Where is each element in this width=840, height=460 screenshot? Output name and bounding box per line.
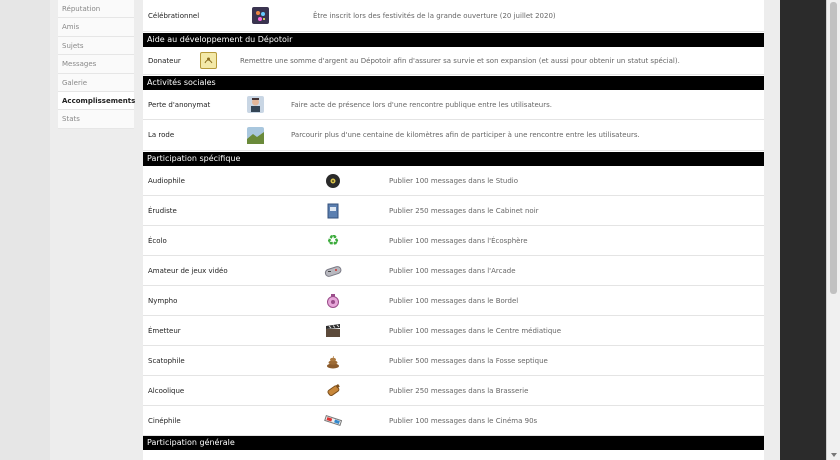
achievement-name: La rode [148,131,175,139]
achievement-description: Remettre une somme d'argent au Dépotoir … [240,57,680,65]
achievement-description: Faire acte de présence lors d'une rencon… [291,101,552,109]
sidebar-item-gallery[interactable]: Galerie [58,73,134,92]
achievement-row: Perte d'anonymat Faire acte de présence … [143,90,764,120]
section-header: Participation spécifique [143,152,764,166]
achievement-name: Cinéphile [148,417,181,425]
landscape-icon [247,127,264,144]
achievement-name: Célébrationnel [148,12,200,20]
sidebar-item-messages[interactable]: Messages [58,55,134,74]
achievement-description: Parcourir plus d'une centaine de kilomèt… [291,131,640,139]
vertical-scrollbar[interactable] [826,0,840,460]
section-header: Aide au développement du Dépotoir [143,33,764,47]
sidebar-item-stats[interactable]: Stats [58,110,134,129]
achievement-description: Publier 250 messages dans le Cabinet noi… [389,207,539,215]
profile-sidebar: Réputation Amis Sujets Messages Galerie … [58,0,135,129]
donor-icon [200,52,217,69]
fireworks-icon [252,7,269,24]
achievement-name: Écolo [148,237,167,245]
achievement-name: Érudiste [148,207,177,215]
achievement-row: Érudiste Publier 250 messages dans le Ca… [143,196,764,226]
achievement-row: Nympho Publier 100 messages dans le Bord… [143,286,764,316]
achievement-description: Être inscrit lors des festivités de la g… [313,12,556,20]
section-header: Participation générale [143,436,764,450]
achievement-row: Amateur de jeux vidéo Publier 100 messag… [143,256,764,286]
achievement-description: Publier 500 messages dans la Fosse septi… [389,357,548,365]
sidebar-item-topics[interactable]: Sujets [58,36,134,56]
achievement-row: Émetteur Publier 100 messages dans le Ce… [143,316,764,346]
poop-icon [324,352,342,370]
achievement-description: Publier 100 messages dans l'Écosphère [389,237,528,245]
bottle-icon [324,382,342,400]
sidebar-item-reputation[interactable]: Réputation [58,0,134,19]
achievement-name: Scatophile [148,357,185,365]
achievement-name: Émetteur [148,327,181,335]
achievement-row: Écolo ♻ Publier 100 messages dans l'Écos… [143,226,764,256]
sidebar-item-achievements[interactable]: Accomplissements [58,91,135,111]
achievement-description: Publier 100 messages dans le Bordel [389,297,519,305]
achievement-name: Alcoolique [148,387,185,395]
scrollbar-thumb[interactable] [830,2,837,294]
achievement-row: Donateur Remettre une somme d'argent au … [143,47,764,75]
achievement-name: Nympho [148,297,178,305]
achievement-description: Publier 100 messages dans le Studio [389,177,519,185]
vinyl-record-icon [324,172,342,190]
achievement-description: Publier 100 messages dans l'Arcade [389,267,516,275]
achievement-row: Alcoolique Publier 250 messages dans la … [143,376,764,406]
achievement-row: Cinéphile Publier 100 messages dans le C… [143,406,764,436]
achievement-name: Audiophile [148,177,185,185]
lips-icon [324,292,342,310]
gamepad-icon [324,262,342,280]
scroll-down-arrow[interactable] [831,453,837,457]
achievement-description: Publier 100 messages dans le Cinéma 90s [389,417,538,425]
book-icon [324,202,342,220]
achievements-panel: Célébrationnel Être inscrit lors des fes… [143,0,764,460]
achievement-row: Scatophile Publier 500 messages dans la … [143,346,764,376]
portrait-icon [247,96,264,113]
recycle-icon: ♻ [326,233,340,249]
achievement-description: Publier 250 messages dans la Brasserie [389,387,529,395]
achievement-row: La rode Parcourir plus d'une centaine de… [143,120,764,151]
achievement-row: Célébrationnel Être inscrit lors des fes… [143,0,764,32]
sidebar-item-friends[interactable]: Amis [58,18,134,37]
achievement-name: Donateur [148,57,181,65]
achievement-description: Publier 100 messages dans le Centre médi… [389,327,562,335]
achievement-row: Audiophile Publier 100 messages dans le … [143,166,764,196]
left-gutter [0,0,50,460]
achievement-name: Amateur de jeux vidéo [148,267,228,275]
achievement-name: Perte d'anonymat [148,101,211,109]
3d-glasses-icon [324,412,342,430]
clapperboard-icon [324,322,342,340]
section-header: Activités sociales [143,76,764,90]
